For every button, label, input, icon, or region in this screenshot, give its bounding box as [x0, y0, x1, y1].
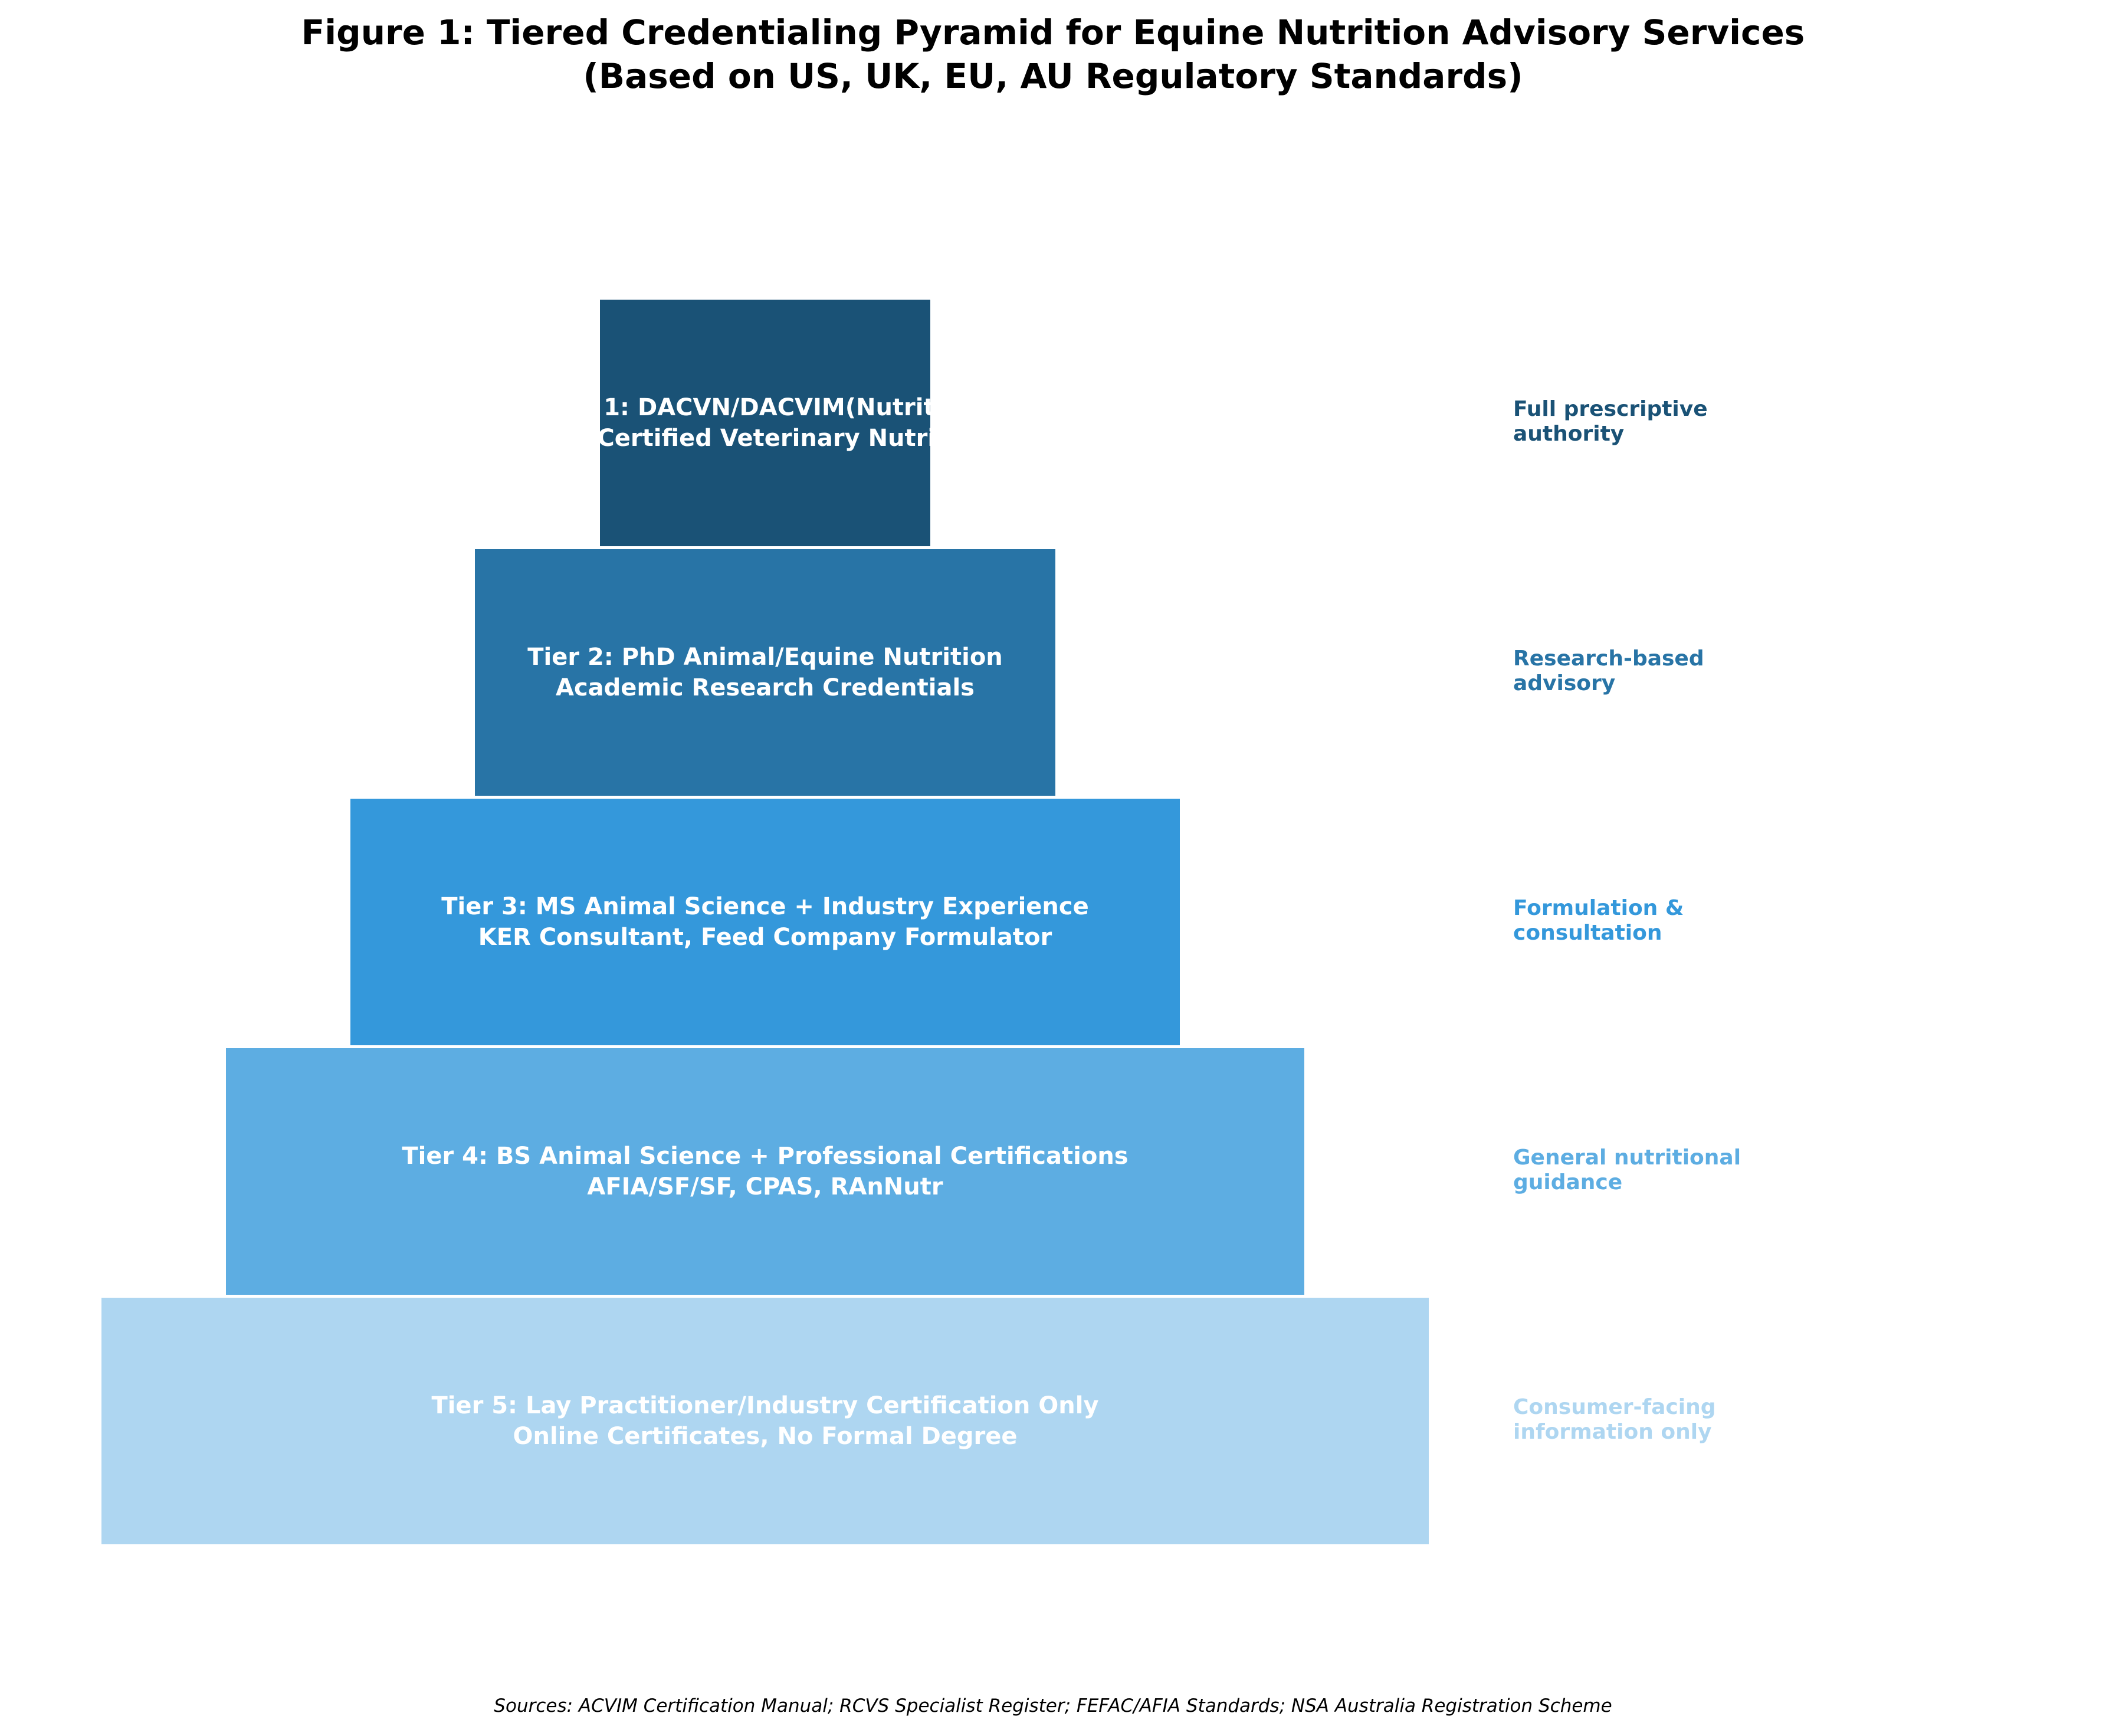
figure-title-line-1: Figure 1: Tiered Credentialing Pyramid f… — [301, 12, 1805, 52]
tier-4-credential: Tier 4: BS Animal Science + Professional… — [402, 1143, 1129, 1170]
tier-1-credential: Tier 1: DACVN/DACVIM(Nutrition) — [600, 394, 930, 421]
tier-4-description: AFIA/SF/SF, CPAS, RAnNutr — [587, 1173, 943, 1200]
tier-3-description: KER Consultant, Feed Company Formulator — [478, 924, 1052, 951]
tier-5-credential: Tier 5: Lay Practitioner/Industry Certif… — [431, 1392, 1099, 1419]
tier-3-authority-label: Formulation & consultation — [1513, 896, 1684, 945]
tier-2-credential: Tier 2: PhD Animal/Equine Nutrition — [527, 644, 1003, 671]
figure-title: Figure 1: Tiered Credentialing Pyramid f… — [0, 11, 2106, 98]
figure-title-line-2: (Based on US, UK, EU, AU Regulatory Stan… — [583, 56, 1523, 96]
pyramid-tier-1: Tier 1: DACVN/DACVIM(Nutrition) Board-Ce… — [600, 300, 930, 546]
tier-2-description: Academic Research Credentials — [556, 674, 975, 701]
pyramid-tier-3: Tier 3: MS Animal Science + Industry Exp… — [350, 799, 1180, 1045]
sources-footnote: Sources: ACVIM Certification Manual; RCV… — [494, 1695, 1612, 1717]
tier-2-authority-label: Research-based advisory — [1513, 647, 1704, 695]
pyramid-tier-2: Tier 2: PhD Animal/Equine Nutrition Acad… — [475, 549, 1055, 796]
tier-3-credential: Tier 3: MS Animal Science + Industry Exp… — [441, 893, 1089, 920]
tier-5-authority-label: Consumer-facing information only — [1513, 1395, 1716, 1444]
pyramid-tier-4: Tier 4: BS Animal Science + Professional… — [226, 1048, 1304, 1295]
tier-5-description: Online Certificates, No Formal Degree — [513, 1423, 1018, 1450]
tier-1-authority-label: Full prescriptive authority — [1513, 397, 1708, 446]
tier-1-description: Board-Certified Veterinary Nutritionist — [600, 425, 930, 452]
tier-4-authority-label: General nutritional guidance — [1513, 1146, 1741, 1194]
pyramid-tier-5: Tier 5: Lay Practitioner/Industry Certif… — [101, 1298, 1429, 1544]
